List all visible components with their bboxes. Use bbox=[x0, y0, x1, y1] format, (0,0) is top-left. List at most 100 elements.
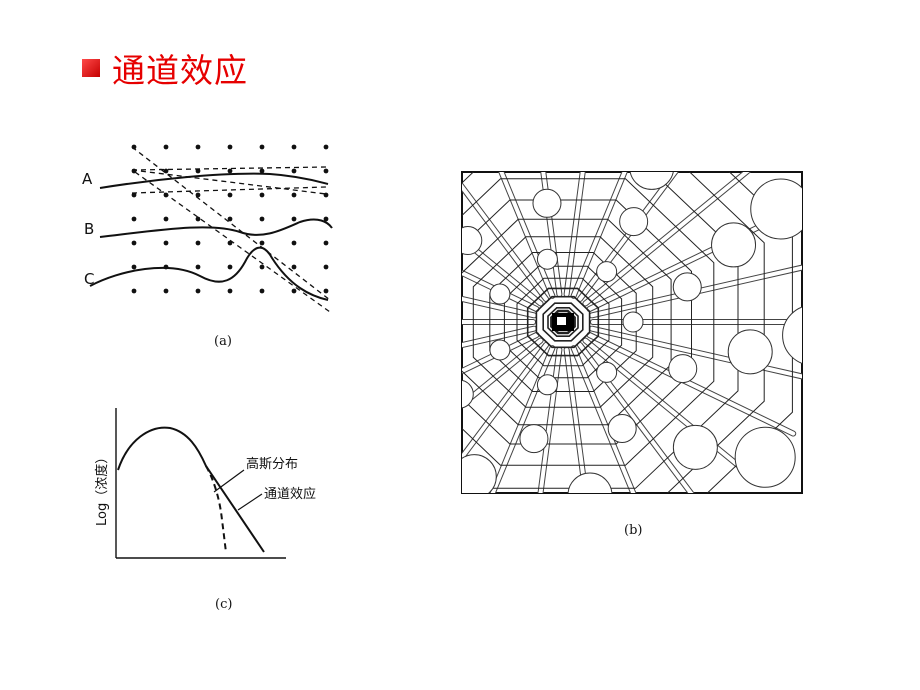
lattice-atom bbox=[596, 261, 618, 283]
lattice-atom bbox=[668, 354, 698, 384]
page-title: 通道效应 bbox=[112, 51, 248, 90]
row-label-b: B bbox=[84, 220, 94, 238]
lattice-atom bbox=[489, 283, 511, 305]
lattice-ring bbox=[462, 218, 672, 426]
lattice-dot bbox=[323, 216, 329, 222]
ion-trajectories bbox=[89, 172, 333, 301]
lattice-atom bbox=[289, 344, 349, 404]
caption-a: (a) bbox=[214, 334, 232, 349]
lattice-dot bbox=[227, 264, 233, 270]
lattice-dot bbox=[259, 168, 265, 174]
lattice-dot bbox=[259, 288, 265, 294]
lattice-atom bbox=[409, 175, 453, 219]
y-axis-label: Log（浓度） bbox=[94, 451, 110, 526]
lattice-dot bbox=[323, 192, 329, 198]
lattice-atom bbox=[370, 377, 414, 421]
lattice-dot bbox=[163, 168, 169, 174]
lattice-dot bbox=[291, 264, 297, 270]
lattice-atom bbox=[750, 178, 802, 240]
lattice-dot bbox=[195, 216, 201, 222]
channel-dashed-lines bbox=[131, 146, 331, 313]
lattice-rod-fill bbox=[462, 326, 536, 348]
lattice-dot bbox=[195, 240, 201, 246]
lattice-atom bbox=[782, 306, 802, 364]
channel-opening bbox=[557, 317, 566, 325]
lattice-rod-fill bbox=[583, 172, 750, 306]
lattice-rod-fill bbox=[587, 333, 796, 436]
lattice-atom bbox=[462, 454, 497, 493]
lattice-atom bbox=[462, 379, 474, 409]
lattice-dot bbox=[227, 192, 233, 198]
lattice-dot bbox=[259, 192, 265, 198]
caption-b: (b) bbox=[624, 523, 642, 538]
lattice-ring bbox=[462, 199, 692, 445]
lattice-atom bbox=[629, 172, 674, 190]
lattice-atom bbox=[532, 188, 562, 218]
channel-effect-curve bbox=[117, 426, 265, 553]
lattice-dot bbox=[195, 144, 201, 150]
lattice-rod-fill bbox=[564, 172, 585, 297]
channel-pointer bbox=[237, 493, 263, 511]
lattice-atom bbox=[536, 374, 558, 396]
lattice-dot bbox=[259, 264, 265, 270]
lattice-atom bbox=[359, 457, 419, 517]
row-label-a: A bbox=[82, 170, 93, 188]
row-label-c: C bbox=[84, 270, 94, 288]
lattice-atom bbox=[727, 329, 773, 375]
lattice-dot bbox=[195, 192, 201, 198]
lattice-atom bbox=[462, 226, 483, 256]
lattice-rod-fill bbox=[571, 346, 636, 493]
lattice-rod-fill bbox=[462, 183, 548, 301]
lattice-ring bbox=[542, 302, 584, 342]
lattice-rod-fill bbox=[590, 265, 802, 318]
lattice-ring bbox=[547, 306, 579, 338]
lattice-dot bbox=[131, 288, 137, 294]
lattice-dot bbox=[227, 288, 233, 294]
gauss-label: 高斯分布 bbox=[246, 456, 298, 472]
lattice-dot bbox=[131, 264, 137, 270]
lattice-dot bbox=[323, 264, 329, 270]
lattice-dot bbox=[163, 288, 169, 294]
lattice-channel-illustration bbox=[289, 89, 802, 577]
lattice-rod-fill bbox=[583, 338, 760, 484]
lattice-dot bbox=[195, 264, 201, 270]
gaussian-curve bbox=[205, 465, 227, 553]
lattice-dot bbox=[227, 168, 233, 174]
profile-axes bbox=[115, 408, 286, 559]
lattice-dot bbox=[323, 288, 329, 294]
lattice-atom bbox=[536, 248, 558, 270]
lattice-atom bbox=[354, 270, 398, 314]
lattice-atom bbox=[619, 207, 649, 237]
lattice-ring bbox=[526, 287, 600, 357]
lattice-dot bbox=[291, 240, 297, 246]
lattice-dot bbox=[291, 144, 297, 150]
lattice-rod-fill bbox=[462, 338, 543, 408]
lattice-ring bbox=[706, 172, 793, 493]
lattice-dot bbox=[291, 168, 297, 174]
lattice-atom bbox=[672, 272, 702, 302]
lattice-atom bbox=[483, 517, 543, 577]
lattice-dot bbox=[259, 240, 265, 246]
lattice-dots bbox=[131, 144, 329, 294]
lattice-ring bbox=[535, 295, 591, 349]
lattice-rod-fill bbox=[462, 236, 543, 306]
lattice-rod-fill bbox=[590, 326, 802, 379]
lattice-dot bbox=[291, 288, 297, 294]
lattice-atom bbox=[622, 311, 644, 333]
lattice-dot bbox=[163, 144, 169, 150]
lattice-atom bbox=[489, 339, 511, 361]
lattice-atom bbox=[567, 472, 613, 493]
channel-effect-label: 通道效应 bbox=[264, 486, 316, 502]
lattice-dot bbox=[323, 144, 329, 150]
lattice-atom bbox=[514, 127, 558, 171]
lattice-dot bbox=[323, 168, 329, 174]
lattice-atom bbox=[650, 89, 710, 149]
lattice-ring bbox=[472, 236, 654, 408]
lattice-dot bbox=[259, 144, 265, 150]
lattice-dot bbox=[195, 168, 201, 174]
lattice-dot bbox=[291, 192, 297, 198]
lattice-rod-fill bbox=[564, 347, 588, 493]
lattice-atom bbox=[734, 426, 796, 488]
lattice-dot bbox=[323, 240, 329, 246]
